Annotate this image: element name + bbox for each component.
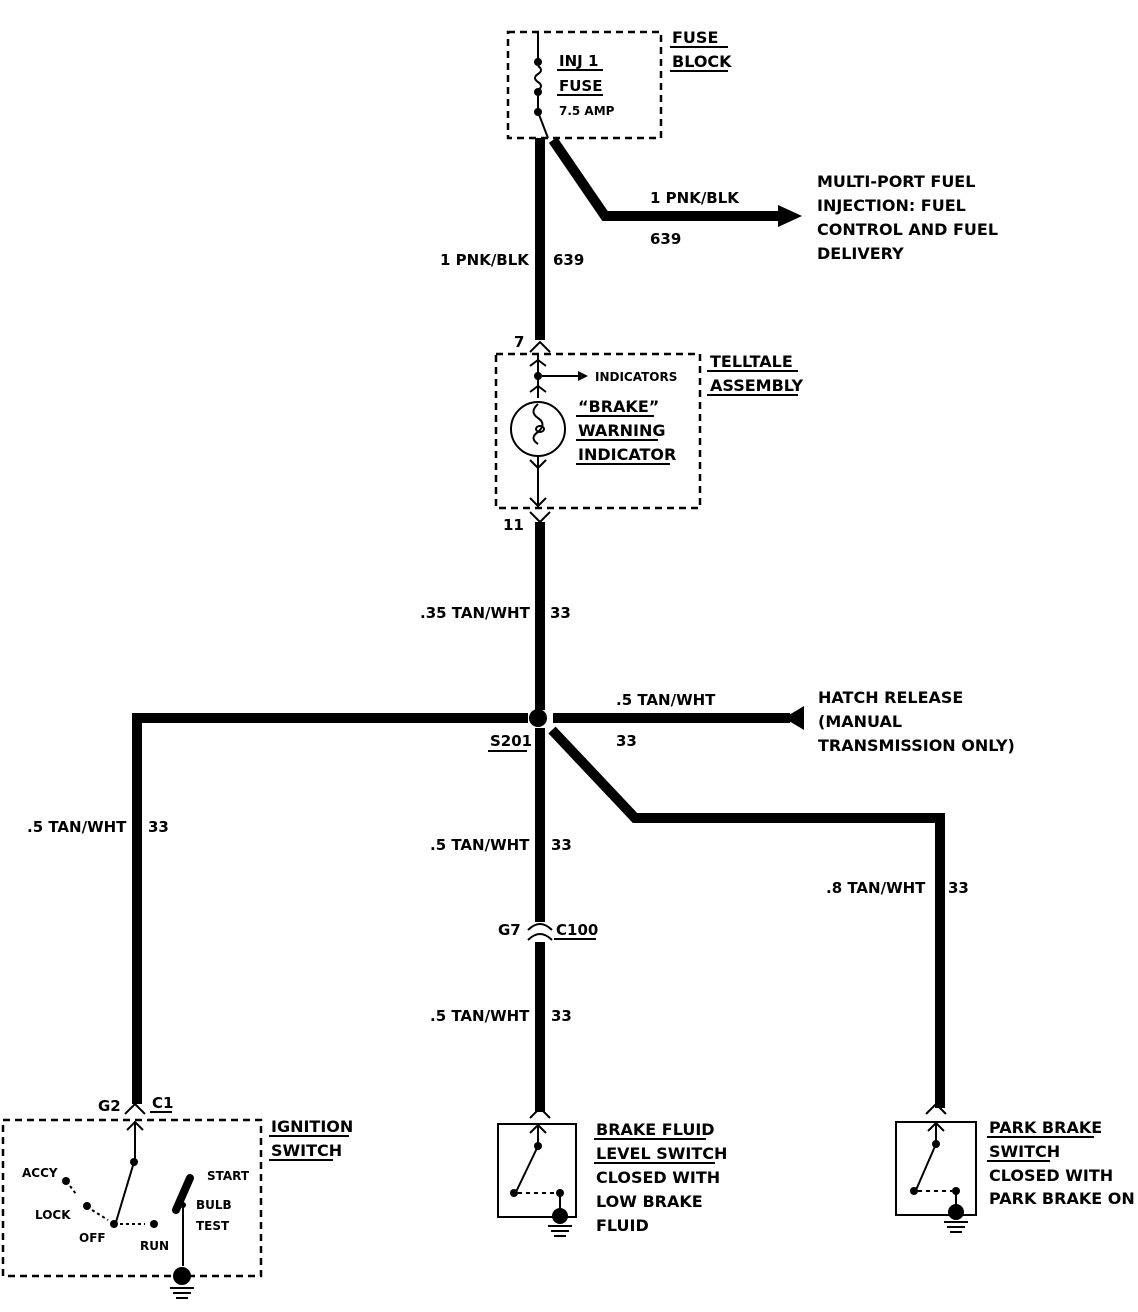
telltale-bulb-line2: WARNING — [578, 421, 666, 440]
hatch-wire-label: .5 TAN/WHT — [616, 691, 716, 709]
fuel-dest-line4: DELIVERY — [817, 244, 904, 263]
fuse-block-title-line1: FUSE — [672, 28, 718, 47]
ignition-connector: C1 — [152, 1094, 173, 1112]
ignition-switch: G2 C1 ACCY LOCK OFF RUN START BULB TEST … — [1, 1094, 353, 1299]
hatch-dest-line2: (MANUAL — [818, 712, 902, 731]
ignition-ground-icon — [173, 1267, 191, 1285]
fuse-block-outline — [506, 30, 663, 140]
brake-warning-bulb-icon — [510, 401, 566, 457]
ignition-title-line2: SWITCH — [271, 1141, 342, 1160]
main-feed-wire-label: 1 PNK/BLK — [440, 251, 530, 269]
ignition-switch-outline — [1, 1118, 263, 1278]
park-brake-desc-line1: CLOSED WITH — [989, 1166, 1113, 1185]
telltale-indicators-label: INDICATORS — [595, 370, 677, 384]
ignition-circuit-label: 33 — [148, 818, 169, 836]
telltale-bulb-line1: “BRAKE” — [578, 397, 659, 416]
ignition-pos-off: OFF — [79, 1231, 106, 1245]
brake-fluid-connector: C100 — [556, 921, 598, 939]
park-brake-wire-label: .8 TAN/WHT — [826, 879, 926, 897]
telltale-assembly: 7 INDICATORS “BRAKE” WARNING INDICATOR T… — [494, 333, 803, 534]
brake-fluid-title-line2: LEVEL SWITCH — [596, 1144, 727, 1163]
brake-fluid-upper-circuit-label: 33 — [551, 836, 572, 854]
start-contact — [172, 1174, 194, 1214]
telltale-outline — [494, 352, 702, 510]
ignition-pin: G2 — [98, 1097, 121, 1115]
fuse-icon — [534, 65, 542, 91]
fuel-dest-line2: INJECTION: FUEL — [817, 196, 966, 215]
brake-fluid-switch-box — [497, 1123, 577, 1218]
wire-33-ignition — [132, 713, 528, 1104]
splice-s201-dot — [529, 709, 547, 727]
ignition-wire-label: .5 TAN/WHT — [27, 818, 127, 836]
brake-fluid-desc-line1: CLOSED WITH — [596, 1168, 720, 1187]
park-brake-circuit-label: 33 — [948, 879, 969, 897]
arrow-hatch — [784, 706, 804, 730]
brake-fluid-desc-line2: LOW BRAKE — [596, 1192, 703, 1211]
park-brake-title-line1: PARK BRAKE — [989, 1118, 1102, 1137]
park-brake-title-line2: SWITCH — [989, 1142, 1060, 1161]
fuse-block-title-line2: BLOCK — [672, 52, 732, 71]
indicators-arrow — [578, 371, 588, 381]
ignition-pos-run: RUN — [140, 1239, 169, 1253]
telltale-title-line2: ASSEMBLY — [710, 376, 803, 395]
telltale-title-line1: TELLTALE — [710, 352, 793, 371]
fuel-dest-line1: MULTI-PORT FUEL — [817, 172, 975, 191]
fuel-dest-line3: CONTROL AND FUEL — [817, 220, 998, 239]
park-brake-desc-line2: PARK BRAKE ON — [989, 1189, 1135, 1208]
hatch-dest-line1: HATCH RELEASE — [818, 688, 963, 707]
telltale-pin-out: 11 — [503, 516, 524, 534]
telltale-bulb-line3: INDICATOR — [578, 445, 676, 464]
brake-fluid-ground-icon — [552, 1208, 568, 1224]
ignition-pos-accy: ACCY — [22, 1166, 58, 1180]
brake-fluid-level-switch: BRAKE FLUID LEVEL SWITCH CLOSED WITH LOW… — [497, 1106, 727, 1237]
fuse-block: INJ 1 FUSE 7.5 AMP FUSE BLOCK — [506, 28, 732, 140]
fuse-rating: 7.5 AMP — [559, 104, 615, 118]
brake-fluid-lower-circuit-label: 33 — [551, 1007, 572, 1025]
ignition-switch-blade — [115, 1161, 135, 1223]
hatch-dest-line3: TRANSMISSION ONLY) — [818, 736, 1015, 755]
wires — [132, 111, 945, 1112]
splice-name: S201 — [490, 732, 532, 750]
brake-fluid-desc-line3: FLUID — [596, 1216, 649, 1235]
ignition-pos-bulb: BULB — [196, 1198, 232, 1212]
park-brake-switch: PARK BRAKE SWITCH CLOSED WITH PARK BRAKE… — [895, 1102, 1135, 1233]
fuse-name-line2: FUSE — [559, 77, 602, 95]
brake-fluid-pin: G7 — [498, 921, 521, 939]
brake-fluid-title-line1: BRAKE FLUID — [596, 1120, 715, 1139]
brake-fluid-lower-wire-label: .5 TAN/WHT — [430, 1007, 530, 1025]
lower-feed-circuit-label: 33 — [550, 604, 571, 622]
lower-feed-wire-label: .35 TAN/WHT — [420, 604, 531, 622]
connector-c100 — [527, 923, 553, 941]
park-brake-ground-icon — [948, 1204, 964, 1220]
hatch-circuit-label: 33 — [616, 732, 637, 750]
arrow-fuel — [778, 205, 802, 227]
wire-639-fuel — [548, 137, 780, 221]
fuel-wire-label: 1 PNK/BLK — [650, 189, 740, 207]
fuse-name-line1: INJ 1 — [559, 52, 598, 70]
ignition-title-line1: IGNITION — [271, 1117, 353, 1136]
ignition-pos-test: TEST — [196, 1219, 230, 1233]
wire-33-park-brake — [548, 726, 945, 1108]
main-feed-circuit-label: 639 — [553, 251, 584, 269]
ignition-pos-start: START — [207, 1169, 250, 1183]
ignition-pos-lock: LOCK — [35, 1208, 71, 1222]
brake-fluid-upper-wire-label: .5 TAN/WHT — [430, 836, 530, 854]
fuel-circuit-label: 639 — [650, 230, 681, 248]
telltale-pin-in: 7 — [514, 333, 524, 351]
